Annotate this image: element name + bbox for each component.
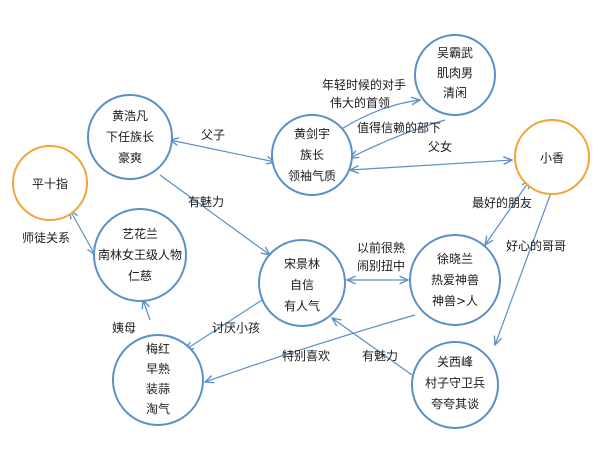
node-guanxifeng-line-2: 村子守卫兵: [425, 376, 485, 390]
edge-special-like: [205, 314, 416, 382]
node-huangjianyu: 黄剑宇 族长 领袖气质: [271, 114, 353, 196]
node-guanxifeng-line-3: 夸夸其谈: [431, 397, 479, 411]
node-xuxiaolan: 徐晓兰 热爱神兽 神兽>人: [409, 234, 501, 326]
node-meihong-line-3: 装蒜: [146, 382, 170, 396]
node-huanghaofan-line-2: 下任族长: [106, 130, 154, 144]
label-father-daughter: 父女: [428, 139, 452, 154]
node-xiaoxiang: 小香: [514, 119, 590, 195]
node-xuxiaolan-line-2: 热爱神兽: [431, 273, 479, 287]
node-guanxifeng: 关西峰 村子守卫兵 夸夸其谈: [411, 341, 499, 429]
node-meihong-line-4: 淘气: [146, 401, 170, 416]
edge-charm-2: [332, 318, 413, 376]
label-trusted: 值得信赖的部下: [357, 120, 441, 135]
label-aunt: 姨母: [112, 321, 136, 335]
node-xuxiaolan-line-3: 神兽>人: [432, 294, 478, 308]
label-special-like: 特别喜欢: [282, 348, 330, 363]
node-huangjianyu-line-3: 领袖气质: [288, 168, 336, 183]
node-pingshizhi-line-1: 平十指: [32, 176, 68, 191]
node-huanghaofan-line-3: 豪爽: [118, 150, 142, 165]
node-huanghaofan-line-1: 黄浩凡: [112, 109, 148, 123]
node-yihualan: 艺花兰 南林女王级人物 仁慈: [93, 208, 187, 302]
node-songjinglin-line-3: 有人气: [284, 298, 320, 313]
label-old-friends-1: 以前很熟: [357, 240, 405, 255]
node-huangjianyu-line-2: 族长: [300, 148, 324, 162]
edge-dislike-kids: [185, 299, 263, 350]
node-wu-line-2: 肌肉男: [437, 66, 473, 80]
label-dislike-kids: 讨厌小孩: [212, 321, 260, 335]
edge-father-son: [170, 140, 275, 162]
label-charm-1: 有魅力: [188, 194, 224, 209]
edge-best-friend: [485, 180, 530, 245]
label-old-friends-2: 闹别扭中: [357, 258, 405, 273]
edge-father-daughter: [350, 160, 512, 170]
edge-charm-1: [159, 174, 270, 255]
node-yihualan-line-2: 南林女王级人物: [98, 247, 182, 262]
node-songjinglin: 宋景林 自信 有人气: [258, 239, 346, 327]
node-yihualan-line-1: 艺花兰: [122, 226, 158, 241]
node-meihong-line-1: 梅红: [146, 341, 170, 356]
node-xiaoxiang-line-1: 小香: [540, 151, 564, 165]
node-huanghaofan: 黄浩凡 下任族长 豪爽: [87, 94, 173, 180]
node-songjinglin-line-1: 宋景林: [284, 256, 320, 271]
edge-master: [70, 210, 95, 255]
label-master: 师徒关系: [22, 231, 70, 245]
label-kind-brother: 好心的哥哥: [506, 238, 566, 253]
node-meihong-line-2: 早熟: [146, 361, 170, 376]
label-father-son: 父子: [201, 128, 225, 142]
node-xuxiaolan-line-1: 徐晓兰: [437, 251, 473, 266]
label-wu-rival-2: 伟大的首领: [330, 95, 390, 110]
edge-aunt: [143, 300, 151, 321]
node-huangjianyu-line-1: 黄剑宇: [294, 126, 330, 141]
label-wu-rival-1: 年轻时候的对手: [322, 77, 406, 92]
node-yihualan-line-3: 仁慈: [128, 268, 152, 283]
node-guanxifeng-line-1: 关西峰: [437, 355, 473, 369]
edge-kind-brother: [495, 189, 553, 345]
node-wu-line-3: 清闲: [443, 86, 467, 100]
node-songjinglin-line-2: 自信: [290, 278, 314, 292]
node-pingshizhi: 平十指: [12, 145, 88, 221]
label-charm-2: 有魅力: [362, 348, 398, 363]
node-wu-line-1: 吴霸武: [437, 46, 473, 60]
node-meihong: 梅红 早熟 装蒜 淘气: [112, 334, 204, 426]
node-wu: 吴霸武 肌肉男 清闲: [414, 34, 496, 116]
edge-wu-huangjianyu: [350, 119, 446, 158]
edge-huangjianyu-wu: [339, 100, 420, 131]
label-best-friend: 最好的朋友: [472, 195, 532, 210]
